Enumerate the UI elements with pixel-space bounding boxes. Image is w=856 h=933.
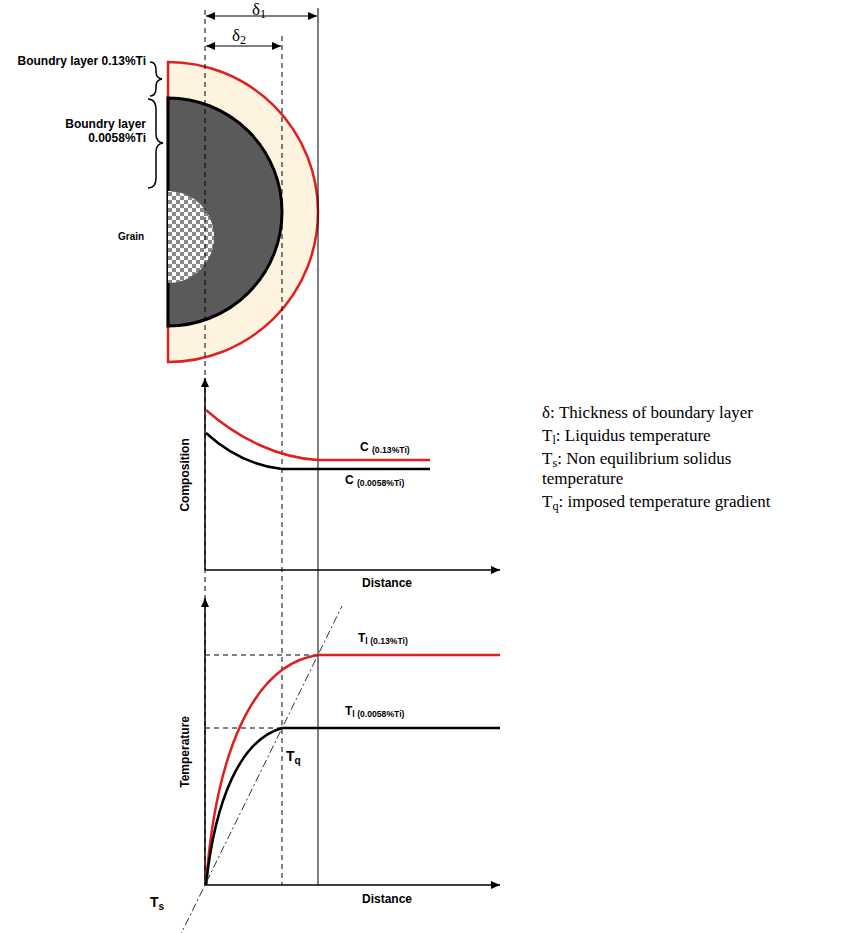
composition-curve <box>206 410 430 460</box>
curve-label: C (0.0058%Ti) <box>345 474 404 488</box>
dimension-label: δ2 <box>232 26 246 46</box>
guide-line <box>282 36 283 885</box>
line-label: Tq <box>286 748 301 764</box>
axis <box>204 378 206 570</box>
outer-boundary-layer <box>168 62 318 362</box>
guide-line <box>205 728 282 729</box>
dimension-label: δ1 <box>252 0 266 20</box>
composition-curve <box>206 433 430 469</box>
inner-boundary-layer <box>168 98 282 326</box>
gradient-line <box>150 606 342 933</box>
legend-text: Ts: Non equilibrium solidus temperature <box>542 449 812 488</box>
axis <box>205 569 500 571</box>
axis <box>205 884 500 886</box>
brace <box>150 62 162 96</box>
axis <box>204 598 206 885</box>
axis-label: Temperature <box>179 716 193 788</box>
legend-text: Tl: Liquidus temperature <box>542 426 711 446</box>
curve-label: Tl (0.0058%Ti) <box>345 705 404 719</box>
legend-text: Tq: imposed temperature gradient <box>542 492 812 512</box>
guide-line <box>205 10 206 885</box>
axis-label: Composition <box>179 438 193 511</box>
curve-label: Tl (0.13%Ti) <box>358 632 408 646</box>
axis-label: Distance <box>362 577 412 591</box>
grain <box>168 190 216 284</box>
axis-label: Distance <box>362 893 412 907</box>
curve-label: C (0.13%Ti) <box>360 441 410 455</box>
legend-text: δ: Thickness of boundary layer <box>542 403 753 423</box>
axis-label: Ts <box>150 894 164 910</box>
guide-line <box>205 655 318 656</box>
liquidus-curve <box>206 728 500 885</box>
layer-label: Boundry layer 0.13%Ti <box>6 55 146 69</box>
brace <box>148 99 163 188</box>
layer-label: Boundry layer 0.0058%Ti <box>6 118 146 146</box>
guide-line <box>318 8 319 885</box>
liquidus-curve <box>206 655 500 885</box>
grain-label: Grain <box>118 231 144 243</box>
